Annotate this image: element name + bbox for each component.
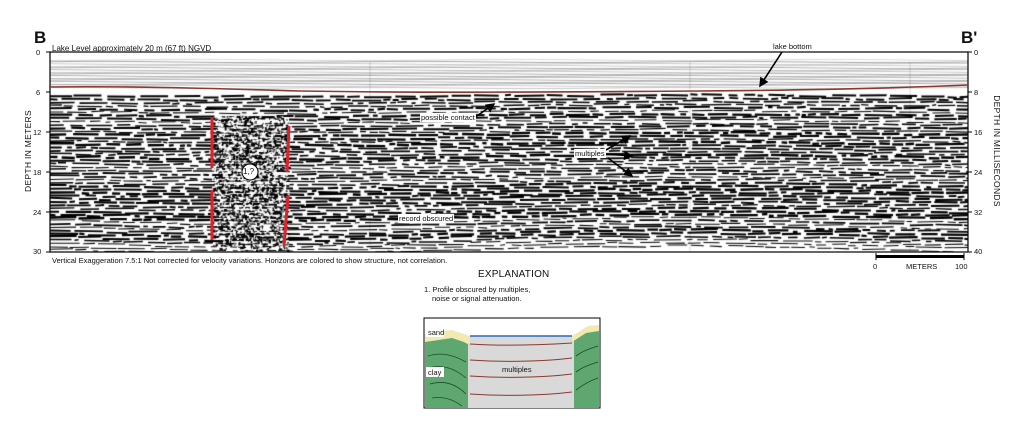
multiples-label: multiples xyxy=(574,149,606,158)
diagram-label-clay: clay xyxy=(428,368,442,377)
record-obscured-label: record obscured xyxy=(398,214,455,223)
left-tick-marks xyxy=(46,51,50,253)
right-tick-marks xyxy=(968,51,972,253)
right-axis-title: DEPTH IN MILLISECONDS xyxy=(992,95,1002,207)
possible-contact-arrow xyxy=(473,103,496,119)
zone-marker-circle xyxy=(241,163,259,181)
footer-note: Vertical Exaggeration 7.5:1 Not correcte… xyxy=(52,256,448,265)
right-tick-32: 32 xyxy=(974,208,983,217)
multiples-arrow-1 xyxy=(605,135,632,151)
seismic-profile xyxy=(50,52,968,252)
multiples-arrow-3 xyxy=(607,157,634,177)
possible-contact-label: possible contact xyxy=(420,113,476,122)
explanation-title: EXPLANATION xyxy=(478,269,550,280)
obscured-zone-markers xyxy=(210,118,291,247)
right-tick-8: 8 xyxy=(974,88,979,97)
explanation-item-1: 1. Profile obscured by multiples, xyxy=(424,285,531,294)
left-tick-6: 6 xyxy=(36,88,41,97)
right-tick-16: 16 xyxy=(974,128,983,137)
scale-bar-end: 100 xyxy=(955,262,968,271)
section-label-right: B' xyxy=(961,28,978,47)
diagram-label-multiples: multiples xyxy=(502,365,532,374)
scale-bar-unit: METERS xyxy=(906,262,938,271)
right-tick-40: 40 xyxy=(974,247,983,256)
scale-bar-start: 0 xyxy=(873,262,878,271)
scale-bar xyxy=(875,253,965,260)
multiples-arrow-2 xyxy=(605,150,634,161)
lake-bottom-arrow xyxy=(759,51,783,88)
left-axis-title: DEPTH IN METERS xyxy=(23,110,33,192)
lake-bottom-label: lake bottom xyxy=(772,42,813,51)
lake-bottom-horizon xyxy=(49,84,969,93)
left-tick-0: 0 xyxy=(36,48,41,57)
diagram-label-sand: sand xyxy=(428,328,445,337)
right-tick-0: 0 xyxy=(974,48,979,57)
left-tick-24: 24 xyxy=(33,208,42,217)
right-tick-24: 24 xyxy=(974,168,983,177)
left-tick-12: 12 xyxy=(33,128,42,137)
left-tick-18: 18 xyxy=(33,168,42,177)
zone-marker-label: 1,? xyxy=(243,167,255,176)
left-tick-30: 30 xyxy=(33,247,42,256)
explanation-item-1-cont: noise or signal attenuation. xyxy=(432,294,522,303)
profile-frame xyxy=(49,51,969,253)
section-label-left: B xyxy=(34,28,47,47)
explanation-diagram xyxy=(423,317,601,409)
lake-level-note: Lake Level approximately 20 m (67 ft) NG… xyxy=(52,44,212,53)
